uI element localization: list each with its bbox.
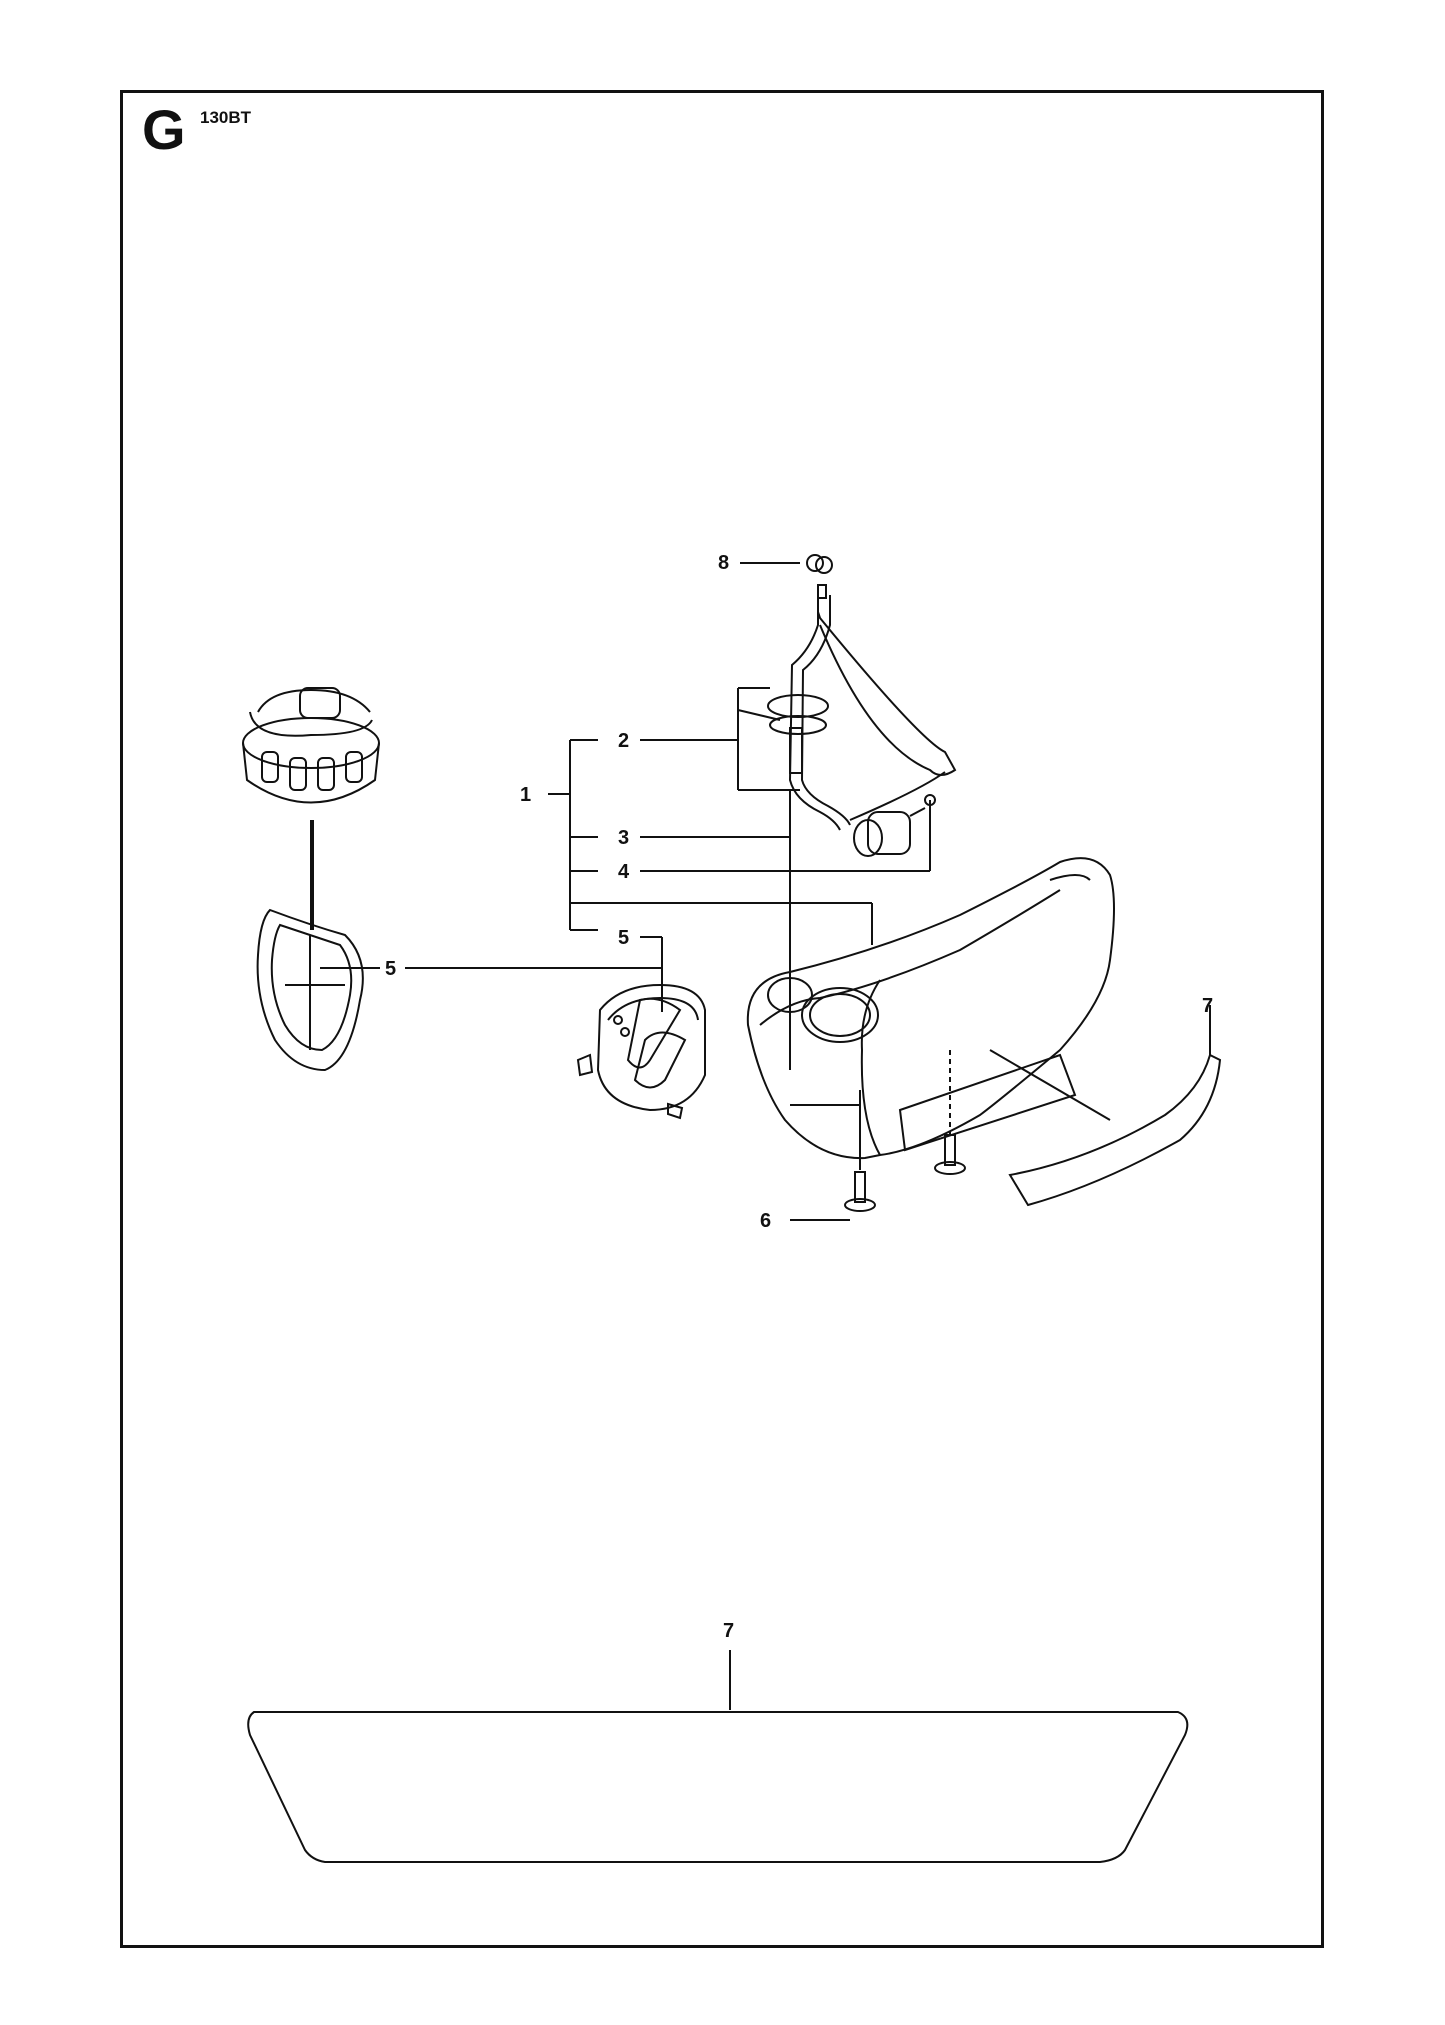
callout-2: 2	[618, 730, 629, 752]
model-label: 130BT	[200, 108, 252, 127]
callout-5-left: 5	[385, 958, 396, 980]
leader-lines	[320, 562, 1211, 1710]
callout-5-assembly: 5	[618, 927, 629, 949]
fuel-hose-part	[767, 584, 957, 857]
fuel-cap-part	[576, 983, 706, 1120]
callout-1: 1	[520, 784, 531, 806]
callout-7-right: 7	[1202, 995, 1213, 1017]
callout-7-bottom: 7	[723, 1620, 734, 1642]
callout-3: 3	[618, 827, 629, 849]
callout-6: 6	[760, 1210, 771, 1232]
fuel-cap-with-strap	[242, 687, 380, 1072]
callout-8: 8	[718, 552, 729, 574]
clip-part	[806, 554, 833, 574]
decal-large-part	[247, 1711, 1189, 1863]
decal-small-part	[1008, 1053, 1222, 1207]
fuel-tank-part	[746, 857, 1115, 1160]
callout-4: 4	[618, 861, 630, 883]
screws-part	[844, 1134, 966, 1212]
section-letter: G	[142, 98, 186, 161]
page-frame	[120, 90, 1324, 1948]
